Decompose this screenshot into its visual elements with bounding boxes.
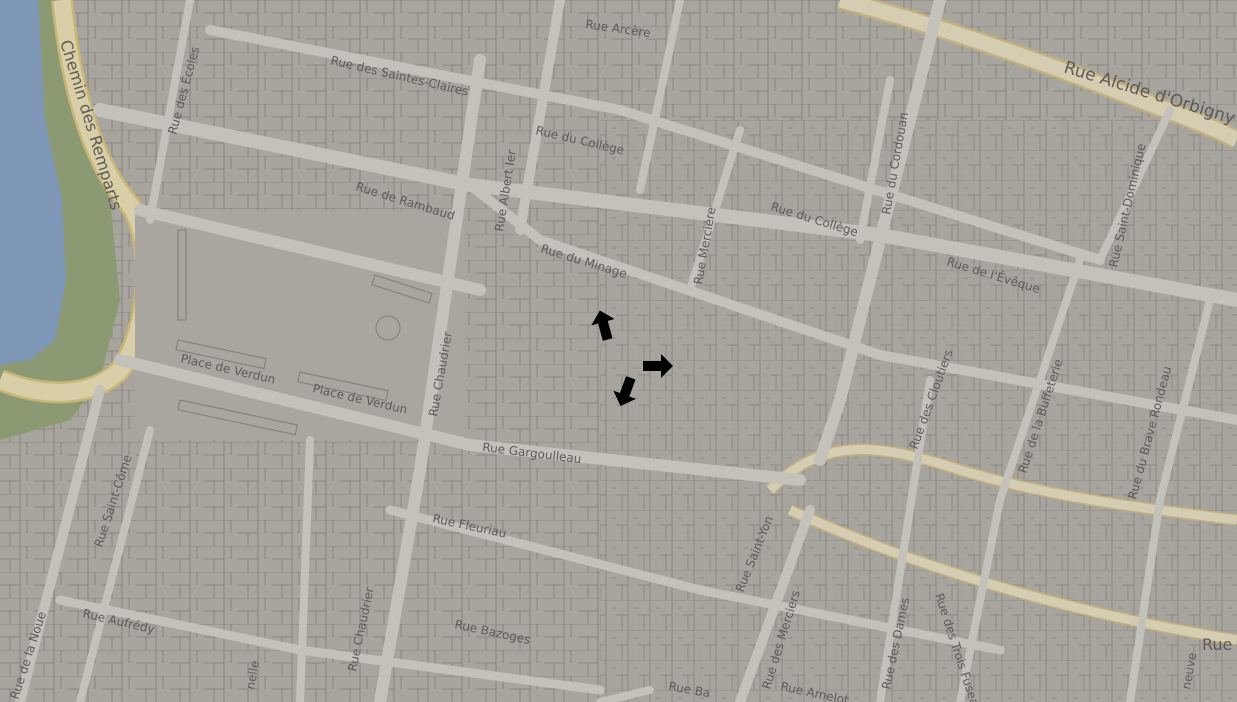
river-water <box>0 0 66 365</box>
label-neuve: neuve <box>1179 652 1199 691</box>
street-network <box>15 0 1237 702</box>
pan-down-arrow-icon[interactable] <box>609 374 642 410</box>
label-melle: nelle <box>243 659 262 690</box>
square-roundabout <box>375 315 401 341</box>
pan-up-arrow-icon[interactable] <box>588 307 619 342</box>
pan-right-arrow-icon[interactable] <box>643 354 673 378</box>
label-rue-e: Rue <box>1202 635 1232 654</box>
pan-controls[interactable] <box>588 307 673 410</box>
